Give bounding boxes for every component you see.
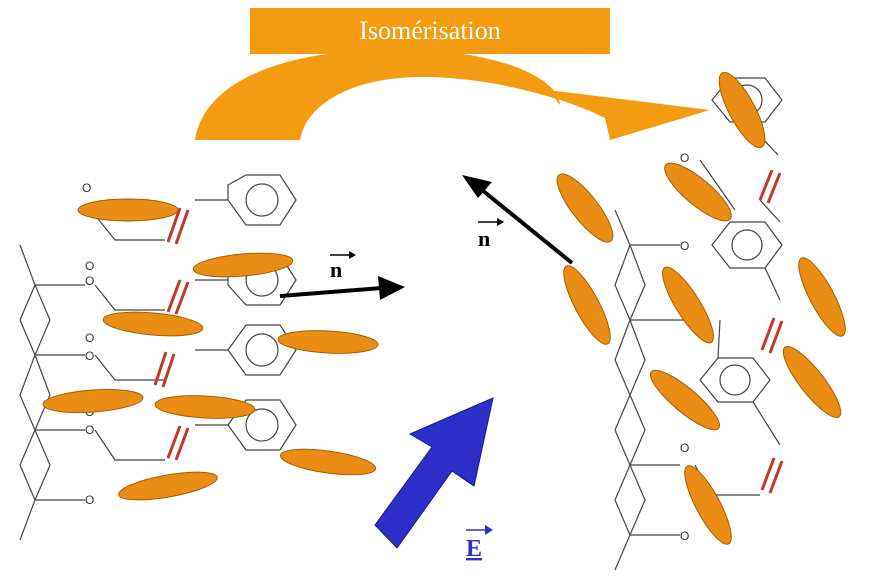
mesogen-ellipse <box>563 265 611 345</box>
oxygen-label: O <box>85 331 94 345</box>
right-backbone-chain-inner <box>629 244 646 536</box>
field-label: E <box>466 525 493 562</box>
oxygen-label: O <box>680 441 689 455</box>
mesogen-ellipse <box>102 311 204 337</box>
oxygen-label: O <box>85 493 94 507</box>
director-label-right: n <box>478 218 504 251</box>
oxygen-label: O <box>85 349 94 363</box>
right-double-bonds <box>758 169 784 494</box>
left-benzene-ring-1 <box>227 174 297 226</box>
isomerisation-banner: Isomérisation <box>250 8 610 54</box>
director-arrow-left <box>279 276 405 300</box>
mesogen-ellipse <box>649 369 721 431</box>
mesogen-ellipse <box>782 346 842 418</box>
right-benzene-ring-3 <box>699 357 771 403</box>
mesogen-ellipse <box>154 395 256 419</box>
oxygen-label: O <box>85 259 94 273</box>
mesogen-ellipse <box>277 330 379 354</box>
right-mesogens <box>556 71 846 545</box>
svg-text:n: n <box>478 226 490 251</box>
svg-text:n: n <box>330 257 342 282</box>
isomerisation-curved-arrow <box>195 49 710 140</box>
left-molecule <box>19 174 297 541</box>
mesogen-ellipse <box>684 465 732 545</box>
oxygen-label: O <box>680 239 689 253</box>
mesogen-ellipse <box>118 471 218 501</box>
mesogen-ellipse <box>42 388 144 414</box>
mesogen-ellipse <box>664 162 732 222</box>
oxygen-label: O <box>680 151 689 165</box>
isomerisation-label: Isomérisation <box>359 16 501 45</box>
oxygen-label: O <box>680 529 689 543</box>
mesogen-ellipse <box>192 252 294 278</box>
left-backbone-chain <box>19 244 36 541</box>
director-arrow-right <box>462 175 574 265</box>
left-mesogens <box>42 198 379 501</box>
left-backbone-chain-inner <box>34 284 51 501</box>
mesogen-ellipse <box>556 173 614 243</box>
left-benzene-ring-4 <box>227 399 297 451</box>
left-benzene-ring-3 <box>227 324 297 376</box>
oxygen-label: O <box>82 181 91 195</box>
left-double-bonds <box>153 207 190 461</box>
oxygen-label: O <box>85 274 94 288</box>
mesogen-ellipse <box>662 266 714 344</box>
mesogen-ellipse <box>718 71 766 149</box>
mesogen-ellipse <box>279 448 377 476</box>
mesogen-ellipse <box>798 257 846 337</box>
mesogen-ellipse <box>77 198 179 222</box>
director-label-left: n <box>330 251 356 282</box>
oxygen-label: O <box>85 423 94 437</box>
electric-field-arrow <box>374 397 494 549</box>
right-backbone-chain <box>614 209 631 571</box>
right-benzene-ring-2 <box>711 221 783 269</box>
svg-text:E: E <box>466 536 482 562</box>
